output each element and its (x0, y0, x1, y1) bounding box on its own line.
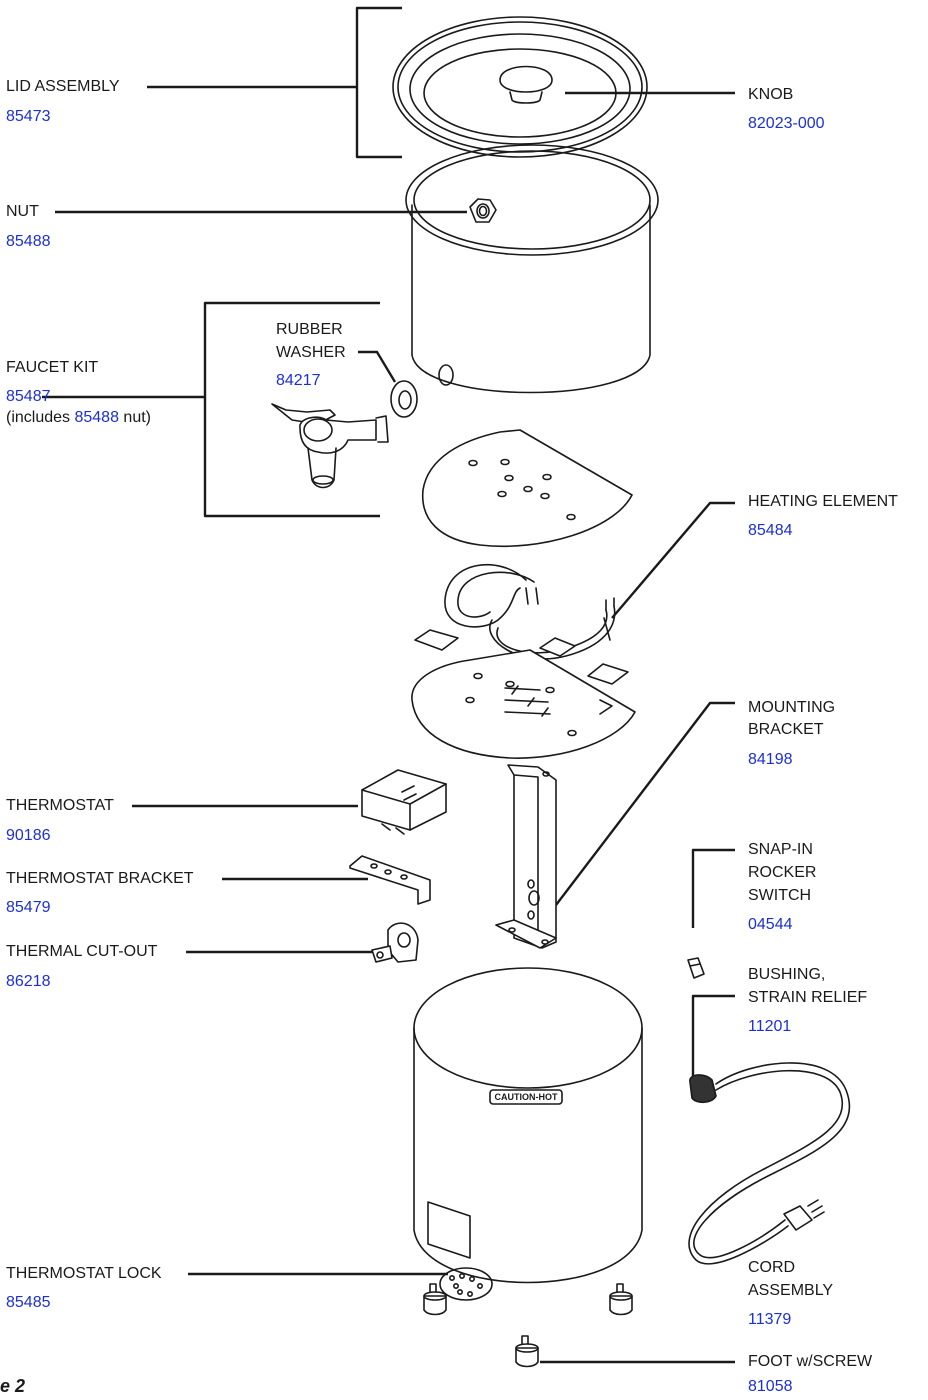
heating-element-label: HEATING ELEMENT (748, 493, 898, 510)
heating-element-part-number[interactable]: 85484 (748, 522, 793, 539)
figure-caption: e 2 (0, 1376, 26, 1396)
faucet-kit-note-suffix: nut) (118, 409, 151, 426)
knob-part-number[interactable]: 82023-000 (748, 115, 825, 132)
lid-assembly-bracket (355, 6, 402, 159)
rubber-washer-leader (358, 350, 397, 383)
thermostat-bracket-part-number[interactable]: 85479 (6, 899, 51, 916)
faucet-kit-bracket (203, 301, 380, 518)
rubber-washer-part-number[interactable]: 84217 (276, 372, 321, 389)
rubber-washer-label-line1: RUBBER (276, 321, 343, 338)
faucet-kit-note: (includes 85488 nut) (6, 407, 151, 429)
bushing-part-number[interactable]: 11201 (748, 1018, 792, 1035)
housing-caution-label: CAUTION-HOT (494, 1092, 558, 1102)
bushing-label-line1: BUSHING, (748, 966, 826, 983)
mounting-bracket-label-line1: MOUNTING (748, 699, 836, 716)
nut-part-number[interactable]: 85488 (6, 233, 51, 250)
heating-element-leader (611, 501, 735, 619)
mounting-bracket-label-line2: BRACKET (748, 721, 824, 738)
housing-drawing (413, 967, 643, 1284)
feet-drawing (423, 1267, 633, 1368)
foot-label: FOOT w/SCREW (748, 1353, 873, 1370)
faucet-kit-note-prefix: (includes (6, 409, 75, 426)
lid-assembly-part-number[interactable]: 85473 (6, 108, 51, 125)
rubber-washer-drawing (390, 380, 418, 418)
snap-in-switch-label-line2: ROCKER (748, 864, 817, 881)
snap-in-switch-label-line3: SWITCH (748, 887, 812, 904)
faucet-kit-label: FAUCET KIT (6, 359, 99, 376)
thermal-cutout-part-number[interactable]: 86218 (6, 973, 51, 990)
heating-element-drawing (414, 563, 629, 685)
thermal-cutout-drawing (371, 922, 419, 963)
mounting-bracket-drawing (495, 764, 557, 949)
cord-assembly-label-line1: CORD (748, 1259, 796, 1276)
nut-label: NUT (6, 203, 39, 220)
rocker-switch-drawing (687, 957, 705, 979)
thermostat-label: THERMOSTAT (6, 797, 114, 814)
leader-lines (42, 6, 735, 1364)
thermostat-drawing (361, 769, 447, 835)
top-plate-drawing (421, 429, 633, 548)
foot-part-number[interactable]: 81058 (748, 1378, 793, 1395)
rubber-washer-label-line2: WASHER (276, 344, 346, 361)
bushing-label-line2: STRAIN RELIEF (748, 989, 868, 1006)
snap-in-switch-part-number[interactable]: 04544 (748, 916, 793, 933)
thermostat-bracket-drawing (349, 855, 431, 905)
lid-assembly-label: LID ASSEMBLY (6, 78, 120, 95)
reservoir-drawing (405, 144, 659, 394)
bottom-plate-drawing (411, 649, 636, 759)
cord-assembly-drawing (688, 1062, 851, 1265)
faucet-kit-part-number[interactable]: 85487 (6, 388, 51, 405)
thermostat-part-number[interactable]: 90186 (6, 827, 51, 844)
thermostat-lock-part-number[interactable]: 85485 (6, 1294, 51, 1311)
faucet-kit-note-part-number[interactable]: 85488 (74, 409, 119, 426)
bushing-leader (691, 994, 735, 1078)
thermal-cutout-label: THERMAL CUT-OUT (6, 943, 158, 960)
lid-assembly-drawing (392, 16, 648, 158)
cord-assembly-part-number[interactable]: 11379 (748, 1311, 792, 1328)
snap-in-switch-label-line1: SNAP-IN (748, 841, 813, 858)
cord-assembly-label-line2: ASSEMBLY (748, 1282, 834, 1299)
thermostat-lock-label: THERMOSTAT LOCK (6, 1265, 162, 1282)
knob-label: KNOB (748, 86, 794, 103)
faucet-drawing (271, 403, 389, 489)
snap-in-switch-leader (691, 848, 735, 928)
mounting-bracket-part-number[interactable]: 84198 (748, 751, 793, 768)
thermostat-bracket-label: THERMOSTAT BRACKET (6, 870, 194, 887)
mounting-bracket-leader (555, 701, 735, 906)
